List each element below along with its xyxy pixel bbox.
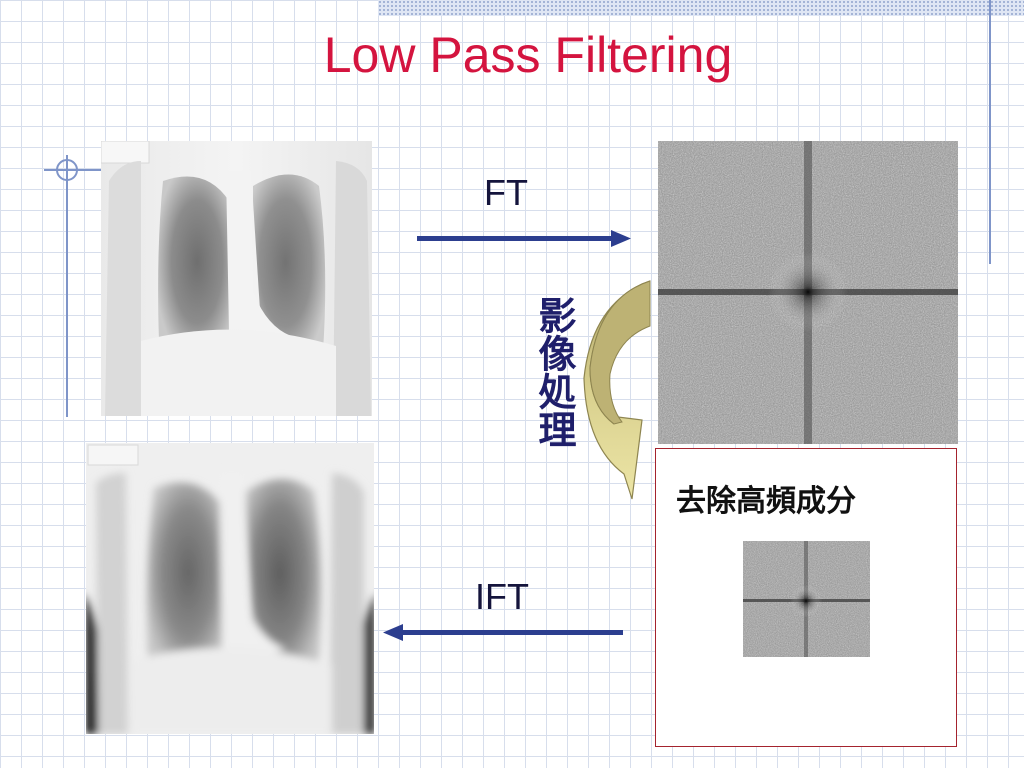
slide-title: Low Pass Filtering — [323, 27, 733, 83]
curved-process-arrow-icon — [583, 280, 651, 500]
chest-xray-filtered-image — [86, 443, 374, 734]
decorative-vertical-line-left — [66, 155, 68, 417]
chest-xray-filtered-graphic — [86, 443, 374, 734]
fourier-spectrum-lowpass-image — [743, 541, 870, 657]
forward-arrow-icon — [417, 230, 631, 247]
chest-xray-original-graphic — [101, 141, 372, 416]
decorative-top-band — [378, 0, 1024, 16]
image-processing-label: 影像処理 — [532, 296, 576, 448]
fourier-spectrum-graphic — [658, 141, 958, 444]
inverse-arrow-icon — [383, 624, 623, 641]
chest-xray-original-image — [101, 141, 372, 416]
ft-label: FT — [484, 172, 528, 213]
fourier-spectrum-lowpass-graphic — [743, 541, 870, 657]
ift-label: IFT — [475, 576, 529, 617]
decorative-crosshair — [56, 159, 78, 181]
decorative-vertical-line-right — [989, 0, 991, 264]
fourier-spectrum-image — [658, 141, 958, 444]
remove-high-frequency-caption: 去除高頻成分 — [676, 484, 856, 519]
